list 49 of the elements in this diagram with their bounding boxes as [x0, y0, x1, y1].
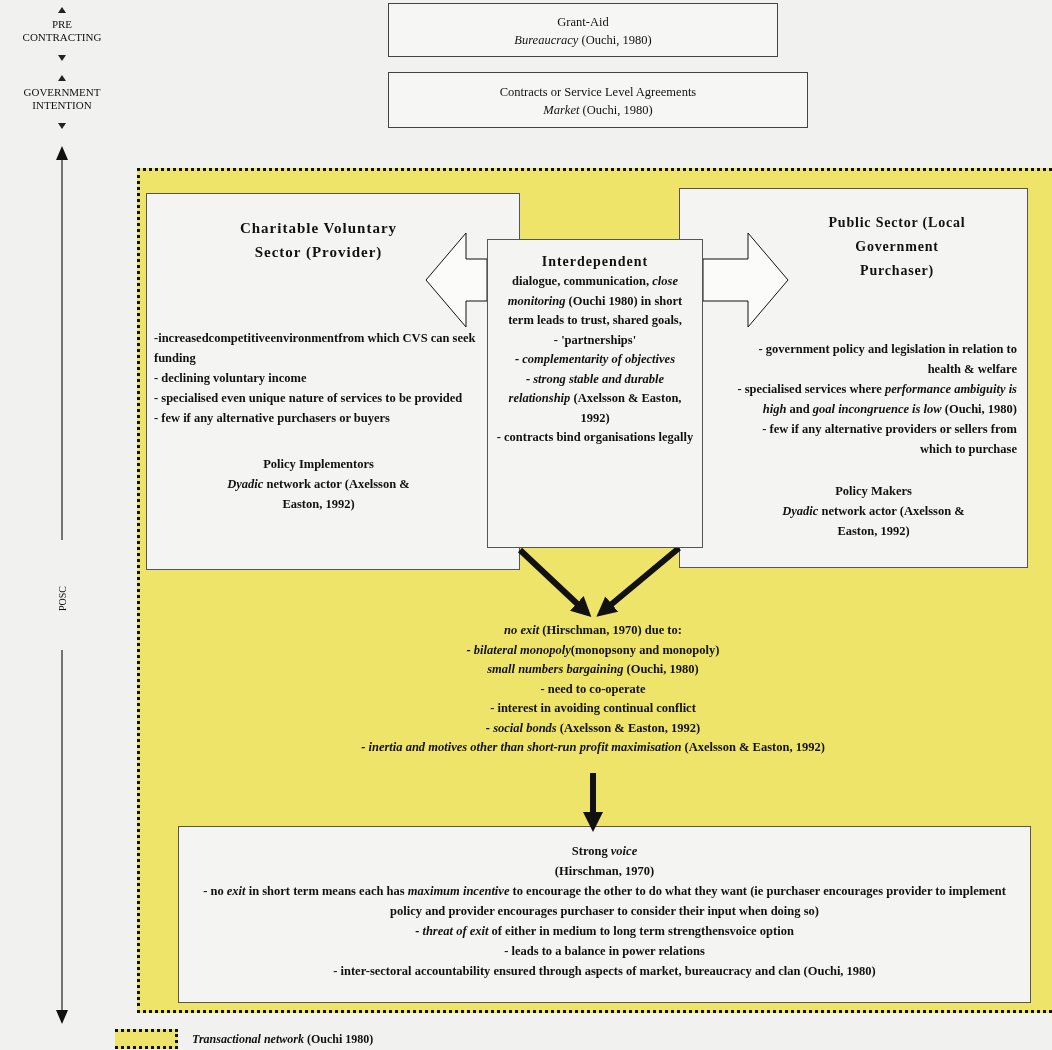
- box-text: Dyadic network actor (Axelsson & Easton, 1992): [781, 503, 966, 540]
- interdependence-box: [487, 239, 703, 548]
- box-text: - social bonds (Axelsson & Easton, 1992): [484, 719, 702, 737]
- box-text: dialogue, communication, close monitoring (Ouchi 1980) in short term leads to trust, shared goals,: [506, 273, 684, 329]
- box-text: - no exit in short term means each has maximum incentive to encourage the other to do what they want (ie purchaser encourages provider to implement policy and provider encourages purchaser to consider their input when doing so): [202, 883, 1007, 920]
- timeline-label: POSC: [55, 585, 69, 613]
- box-text: - complementarity of objectives: [514, 351, 676, 368]
- box-heading: Charitable Voluntary Sector (Provider): [238, 219, 399, 262]
- box-text: - specialised services where performance ambiguity is high and goal incongruence is low (Ouchi, 1980): [736, 381, 1017, 418]
- box-text: - inertia and motives other than short-run profit maximisation (Axelsson & Easton, 1992): [360, 739, 826, 756]
- box-text: - 'partnerships': [552, 331, 638, 349]
- outcome-box: [178, 826, 1031, 1003]
- phase-label: GOVERNMENT INTENTION: [22, 86, 102, 112]
- box-text: Market (Ouchi, 1980): [542, 102, 654, 119]
- box-text: - few if any alternative providers or sellers from which to purchase: [761, 421, 1017, 458]
- process-box: [388, 3, 778, 57]
- box-text: - bilateral monopoly(monopsony and monopoly): [465, 641, 721, 659]
- box-heading: Public Sector (Local Government Purchaser): [827, 214, 967, 280]
- process-box: [388, 72, 808, 128]
- box-text: - need to co-operate: [539, 680, 647, 698]
- box-text: - specialised even unique nature of services to be provided: [154, 390, 464, 407]
- box-text: Bureaucracy (Ouchi, 1980): [513, 32, 653, 49]
- legend-text: Transactional network (Ouchi 1980): [192, 1031, 374, 1047]
- box-heading: Interdependent: [540, 253, 650, 271]
- block-arrow: [425, 232, 488, 328]
- arrow: [596, 545, 681, 617]
- box-text: -increasedcompetitiveenvironmentfrom which CVS can seek funding: [154, 330, 477, 367]
- box-text: - inter-sectoral accountability ensured through aspects of market, bureaucracy and clan (Ouchi, 1980): [332, 963, 877, 980]
- box-text: - few if any alternative purchasers or buyers: [154, 410, 391, 427]
- box-text: small numbers bargaining (Ouchi, 1980): [486, 661, 700, 678]
- box-text: - declining voluntary income: [154, 370, 308, 387]
- box-text: Grant-Aid: [556, 14, 610, 31]
- box-text: Dyadic network actor (Axelsson & Easton, 1992): [226, 476, 411, 513]
- box-text: Contracts or Service Level Agreements: [498, 84, 698, 101]
- box-text: (Hirschman, 1970): [553, 863, 656, 880]
- box-heading: Policy Implementors: [262, 456, 375, 473]
- box-heading: Policy Makers: [834, 483, 913, 500]
- box-text: - leads to a balance in power relations: [503, 943, 706, 960]
- arrow: [583, 773, 603, 832]
- block-arrow: [702, 232, 789, 328]
- phase-label: PRE CONTRACTING: [21, 18, 103, 44]
- box-text: - contracts bind organisations legally: [495, 429, 695, 446]
- box-text: - interest in avoiding continual conflict: [489, 700, 697, 717]
- transactional-network-area: [137, 168, 1052, 1013]
- box-text: - strong stable and durable relationship (Axelsson & Easton, 1992): [507, 370, 683, 427]
- arrow: [517, 547, 592, 618]
- box-text: no exit (Hirschman, 1970) due to:: [503, 622, 683, 639]
- box-heading: Strong voice: [570, 843, 639, 860]
- box-text: - threat of exit of either in medium to long term strengthensvoice option: [414, 923, 795, 940]
